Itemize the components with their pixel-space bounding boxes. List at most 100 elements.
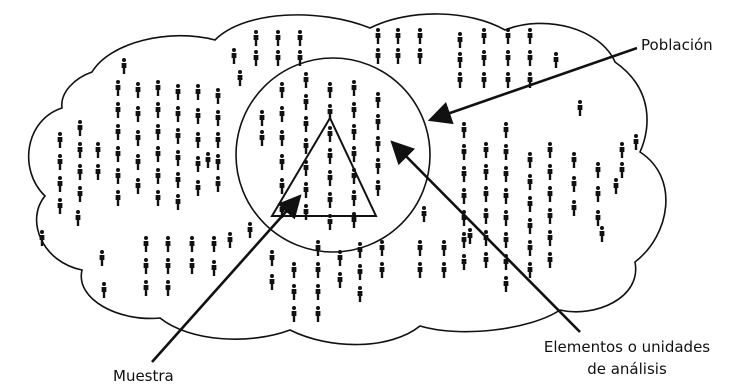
person-icon <box>375 28 381 44</box>
person-icon <box>143 280 149 296</box>
person-icon <box>155 124 161 140</box>
person-icon <box>135 82 141 98</box>
person-icon <box>327 104 333 120</box>
person-icon <box>315 284 321 300</box>
person-icon <box>195 132 201 148</box>
person-icon <box>547 186 553 202</box>
poblacion-label: Población <box>641 36 713 54</box>
person-icon <box>441 240 447 256</box>
person-icon <box>421 206 427 222</box>
person-icon <box>135 154 141 170</box>
person-icon <box>633 134 639 150</box>
person-icon <box>101 282 107 298</box>
person-icon <box>395 48 401 64</box>
person-icon <box>481 50 487 66</box>
person-icon <box>195 108 201 124</box>
person-icon <box>135 178 141 194</box>
elementos-arrow <box>390 140 581 333</box>
person-icon <box>175 84 181 100</box>
person-icon <box>503 122 509 138</box>
person-icon <box>571 200 577 216</box>
person-icon <box>275 50 281 66</box>
person-icon <box>595 186 601 202</box>
person-icon <box>503 232 509 248</box>
person-icon <box>279 106 285 122</box>
person-icon <box>351 168 357 184</box>
person-icon <box>527 28 533 44</box>
person-icon <box>351 212 357 228</box>
elementos-label-line2: de análisis <box>587 360 667 378</box>
person-icon <box>595 162 601 178</box>
person-icon <box>315 240 321 256</box>
person-icon <box>279 154 285 170</box>
person-icon <box>547 142 553 158</box>
person-icon <box>467 228 473 244</box>
person-icon <box>175 172 181 188</box>
person-icon <box>211 260 217 276</box>
person-icon <box>215 110 221 126</box>
person-icon <box>351 80 357 96</box>
person-icon <box>483 164 489 180</box>
person-icon <box>375 114 381 130</box>
elementos-label: Elementos o unidades de análisis <box>523 336 731 380</box>
person-icon <box>195 84 201 100</box>
person-icon <box>227 232 233 248</box>
person-icon <box>417 28 423 44</box>
person-icon <box>461 188 467 204</box>
person-icon <box>461 122 467 138</box>
person-icon <box>303 138 309 154</box>
person-icon <box>195 180 201 196</box>
person-icon <box>417 48 423 64</box>
person-icon <box>503 188 509 204</box>
person-icon <box>547 252 553 268</box>
person-icon <box>77 120 83 136</box>
person-icon <box>211 236 217 252</box>
person-icon <box>77 186 83 202</box>
person-icon <box>553 52 559 68</box>
person-icon <box>483 208 489 224</box>
person-icon <box>327 170 333 186</box>
person-icon <box>75 210 81 226</box>
person-icon <box>461 232 467 248</box>
person-icon <box>57 176 63 192</box>
person-icon <box>155 102 161 118</box>
person-icon <box>379 262 385 278</box>
person-icon <box>327 126 333 142</box>
person-icon <box>619 162 625 178</box>
person-icon <box>121 58 127 74</box>
person-icon <box>619 142 625 158</box>
person-icon <box>375 48 381 64</box>
person-icon <box>613 178 619 194</box>
person-icon <box>417 262 423 278</box>
person-icon <box>527 50 533 66</box>
person-icon <box>155 146 161 162</box>
population-cloud <box>27 13 667 346</box>
person-icon <box>57 132 63 148</box>
person-icon <box>351 190 357 206</box>
person-icon <box>259 130 265 146</box>
person-icon <box>503 276 509 292</box>
person-icon <box>155 80 161 96</box>
person-icon <box>527 240 533 256</box>
person-icon <box>595 210 601 226</box>
person-icon <box>351 124 357 140</box>
poblacion-arrow <box>427 46 638 125</box>
person-icon <box>253 50 259 66</box>
person-icon <box>481 72 487 88</box>
sample-circle <box>235 57 431 253</box>
person-icon <box>215 88 221 104</box>
person-icon <box>115 190 121 206</box>
person-icon <box>351 102 357 118</box>
person-icon <box>547 230 553 246</box>
person-icon <box>337 272 343 288</box>
person-icon <box>457 72 463 88</box>
person-icon <box>115 124 121 140</box>
person-icon <box>461 144 467 160</box>
person-icon <box>417 240 423 256</box>
person-icon <box>571 176 577 192</box>
person-icon <box>95 142 101 158</box>
person-icon <box>215 176 221 192</box>
person-icon <box>175 150 181 166</box>
person-icon <box>291 284 297 300</box>
